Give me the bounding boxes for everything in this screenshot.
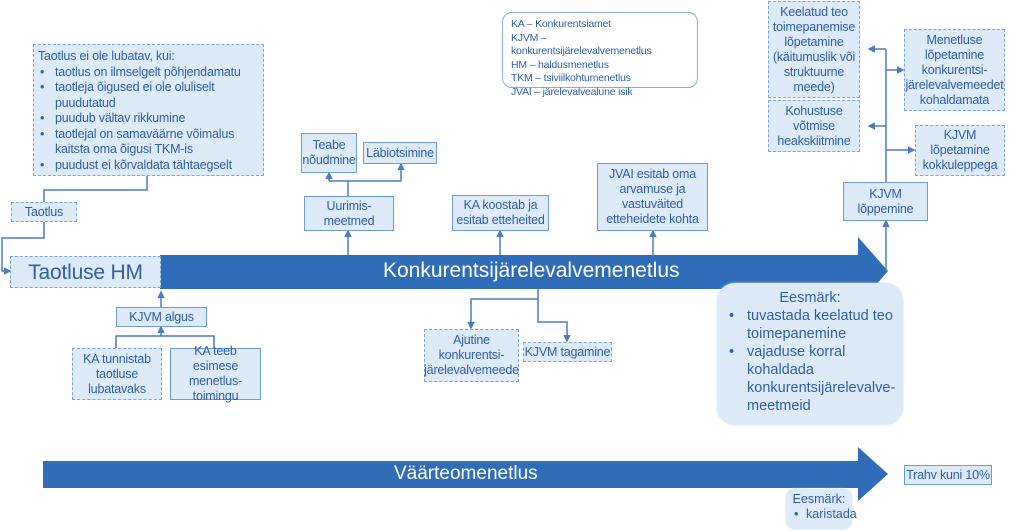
node-label: kokkuleppega bbox=[922, 158, 998, 172]
node-teabe-noudmine: Teabe nõudmine bbox=[301, 133, 357, 173]
node-label: nõudmine bbox=[302, 153, 356, 167]
node-label: arvamuse ja bbox=[619, 182, 686, 196]
node-ka-koostab: KA koostab ja esitab etteheited bbox=[452, 195, 549, 231]
inadmissibility-conditions: Taotlus ei ole lubatav, kui: taotlus on … bbox=[33, 44, 264, 176]
abbreviation-legend: KA – Konkurentsiamet KJVM – konkurentsij… bbox=[502, 12, 698, 98]
legend-line: KJVM – konkurentsijärelevalvemenetlus bbox=[511, 31, 652, 58]
node-kjvm-tagamine: KJVM tagamine bbox=[523, 342, 612, 362]
node-labiotsimine: Läbiotsimine bbox=[363, 142, 437, 164]
node-label: Trahv kuni 10% bbox=[906, 467, 990, 482]
node-label: menetlus- bbox=[188, 374, 243, 388]
node-label: esitab etteheited bbox=[456, 213, 545, 227]
condition-item: puudub vältav rikkumine bbox=[38, 111, 259, 127]
node-label: Läbiotsimine bbox=[366, 145, 434, 160]
node-label: KJVM tagamine bbox=[524, 344, 611, 359]
node-label: KJVM bbox=[869, 186, 902, 201]
node-label: etteheidete kohta bbox=[606, 212, 699, 226]
node-label: heakskiitmine bbox=[777, 133, 851, 148]
goal-item: karistada bbox=[790, 507, 857, 522]
conditions-title: Taotlus ei ole lubatav, kui: bbox=[38, 49, 175, 63]
node-label: meede) bbox=[793, 79, 835, 94]
node-ajutine-meede: Ajutine konkurentsi- järelevalvemeede bbox=[424, 329, 519, 382]
node-keelatud-teo-lopetamine: Keelatud teo toimepanemise lõpetamine (k… bbox=[768, 1, 860, 98]
node-ka-teeb-esimese: KA teeb esimese menetlus- toimingu bbox=[170, 344, 261, 403]
node-label: järelevalvemeedet bbox=[905, 77, 1004, 92]
node-trahv: Trahv kuni 10% bbox=[904, 465, 992, 485]
condition-item: puudust ei kõrvaldata tähtaegselt bbox=[38, 158, 259, 174]
node-label: JVAI esitab oma bbox=[608, 167, 697, 181]
node-label: lõpetamine bbox=[930, 143, 990, 157]
node-label: Uurimis- bbox=[326, 198, 372, 213]
node-label: Teabe bbox=[312, 138, 346, 152]
node-label: KJVM algus bbox=[129, 309, 194, 324]
node-label: (käitumuslik või bbox=[772, 49, 856, 64]
node-label: konkurentsi- bbox=[921, 62, 988, 77]
node-jvai-esitab: JVAI esitab oma arvamuse ja vastuväited … bbox=[597, 163, 708, 231]
node-label: lõppemine bbox=[857, 201, 914, 216]
legend-line: KA – Konkurentsiamet bbox=[511, 18, 611, 30]
node-label: Taotluse HM bbox=[28, 260, 143, 284]
legend-line: JVAI – järelevalvealune isik bbox=[511, 85, 633, 98]
node-taotluse-hm: Taotluse HM bbox=[10, 256, 161, 288]
goal-title: Eesmärk: bbox=[779, 290, 841, 306]
node-label: Taotlus bbox=[24, 204, 64, 219]
node-label: lõpetamine bbox=[924, 47, 985, 62]
goal-item: tuvastada keelatud teo toimepanemine bbox=[725, 307, 895, 343]
node-label: KA koostab ja bbox=[463, 198, 538, 212]
node-label: KJVM bbox=[943, 128, 977, 142]
node-ka-tunnistab: KA tunnistab taotluse lubatavaks bbox=[72, 348, 162, 400]
node-label: võtmise bbox=[793, 118, 835, 133]
node-menetluse-lopetamine: Menetluse lõpetamine konkurentsi- järele… bbox=[904, 29, 1005, 111]
node-label: struktuurne bbox=[783, 64, 845, 79]
condition-item: taotlus on ilmselgelt põhjendamatu bbox=[38, 65, 259, 81]
node-label: toimepanemise bbox=[772, 19, 856, 34]
node-label: järelevalvemeede bbox=[424, 363, 519, 377]
misdemeanour-arrow-label: Väärteomenetlus bbox=[394, 463, 538, 484]
main-arrow-label: Konkurentsijärelevalvemenetlus bbox=[383, 259, 680, 282]
legend-line: TKM – tsiviilkohtumenetlus bbox=[511, 72, 631, 84]
node-label: Keelatud teo bbox=[780, 4, 848, 19]
node-label: lubatavaks bbox=[88, 381, 146, 396]
condition-item: taotlejal on samaväärne võimalus kaitsta… bbox=[38, 127, 259, 158]
node-label: lõpetamine bbox=[784, 34, 844, 49]
node-label: toimingu bbox=[192, 389, 239, 403]
node-kjvm-algus: KJVM algus bbox=[116, 307, 207, 327]
goal-main: Eesmärk: tuvastada keelatud teo toimepan… bbox=[717, 283, 903, 425]
node-label: KA tunnistab bbox=[83, 351, 151, 366]
main-process-arrow bbox=[160, 237, 888, 306]
node-label: vastuväited bbox=[621, 197, 684, 211]
node-label: Ajutine bbox=[453, 333, 490, 347]
goal-title: Eesmärk: bbox=[792, 492, 846, 506]
node-label: konkurentsi- bbox=[438, 348, 505, 362]
node-kohustuse-heakskiitmine: Kohustuse võtmise heakskiitmine bbox=[768, 100, 860, 152]
goal-misdemeanour: Eesmärk: karistada bbox=[786, 489, 857, 529]
node-kjvm-loppemine: KJVM lõppemine bbox=[843, 182, 928, 221]
node-label: taotluse bbox=[95, 366, 139, 381]
node-uurimismeetmed: Uurimis- meetmed bbox=[304, 196, 394, 231]
node-label: meetmed bbox=[323, 213, 375, 228]
node-label: Kohustuse bbox=[785, 103, 843, 118]
misdemeanour-arrow bbox=[43, 447, 888, 501]
node-kjvm-lopetamine-kokkuleppega: KJVM lõpetamine kokkuleppega bbox=[915, 125, 1005, 176]
node-label: KA teeb esimese bbox=[192, 344, 239, 373]
condition-item: taotleja õigused ei ole oluliselt puudut… bbox=[38, 80, 259, 111]
goal-item: vajaduse korral kohaldada konkurentsijär… bbox=[725, 343, 895, 415]
node-taotlus: Taotlus bbox=[11, 202, 77, 222]
node-label: kohaldamata bbox=[919, 92, 990, 107]
legend-line: HM – haldusmenetlus bbox=[511, 58, 609, 71]
node-label: Menetluse bbox=[926, 32, 983, 47]
